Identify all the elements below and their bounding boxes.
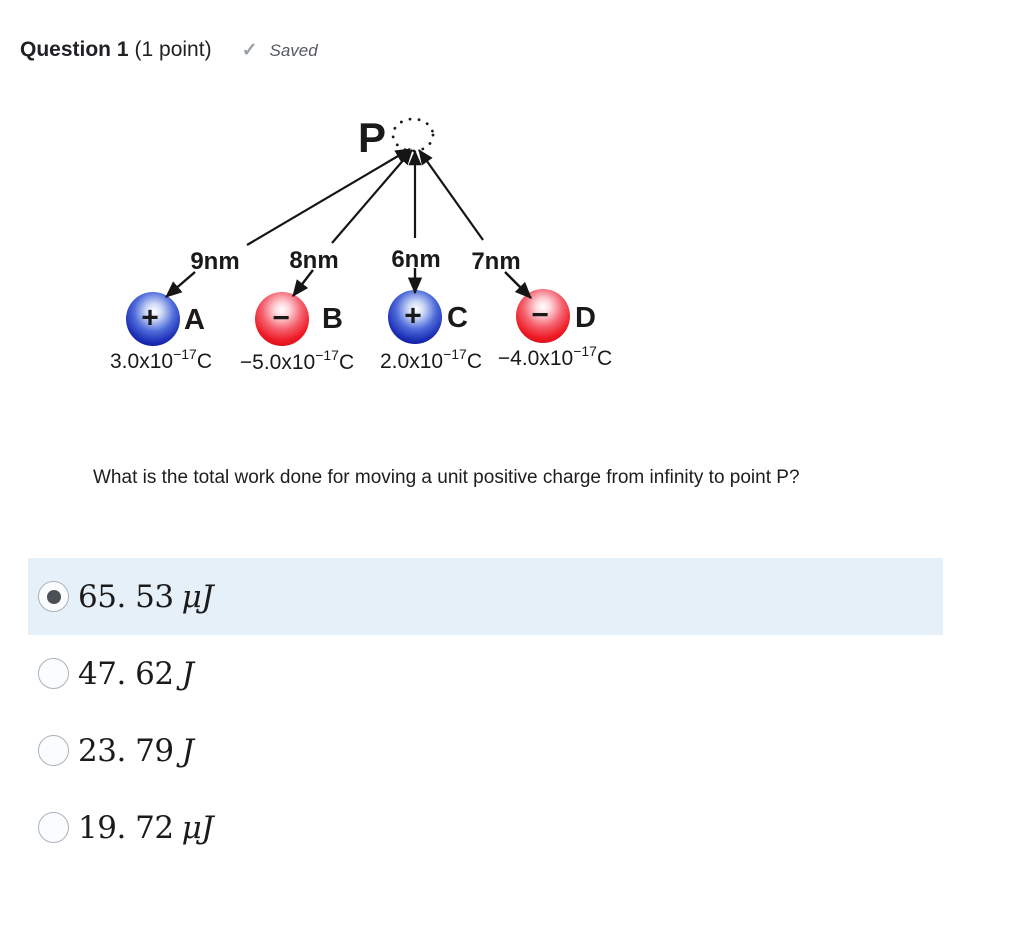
charge-sphere-a [126,292,180,346]
charge-sign-b: − [272,302,290,335]
distance-line-a [246,148,411,246]
pointer-arrow-b [292,269,314,297]
question-text: What is the total work done for moving a… [93,467,800,488]
option-value: 65. 53 [78,578,174,615]
option-value: 47. 62 [78,655,174,692]
distance-label-a: 9nm [190,248,239,275]
charge-letter-c: C [447,302,468,334]
option-value: 19. 72 [78,809,174,846]
radio-button-option-4[interactable] [38,812,69,843]
option-unit: J [181,732,194,769]
radio-button-option-2[interactable] [38,658,69,689]
charge-sign-c: + [404,300,422,333]
distance-line-b [331,149,413,244]
distance-line-d [418,149,484,241]
option-value: 23. 79 [78,732,174,769]
charge-letter-b: B [322,303,343,335]
saved-status-label: Saved [269,41,318,60]
question-title: Question 1 [20,38,129,61]
charge-sphere-d [516,289,570,343]
charge-value-c: 2.0x10−17C [380,346,482,373]
charge-sphere-c [388,290,442,344]
charge-value-a: 3.0x10−17C [110,346,212,373]
points-label: (1 point) [134,38,212,61]
question-header: Question 1 (1 point) ✓ Saved [20,38,318,62]
saved-check-icon: ✓ [241,40,258,61]
option-unit: J [181,655,194,692]
question-diagram: P 9nm 8nm 6nm 7nm + − + − A B C D 3.0x10… [110,114,612,374]
charge-sphere-b [255,292,309,346]
charge-letter-d: D [575,302,596,334]
charge-sign-d: − [531,299,549,332]
charge-value-d: −4.0x10−17C [498,343,612,370]
dotted-circle-point-p [391,117,435,153]
pointer-arrow-d [504,271,532,299]
charge-value-b: −5.0x10−17C [240,347,354,374]
charge-letter-a: A [184,304,205,336]
radio-button-option-3[interactable] [38,735,69,766]
distance-label-b: 8nm [289,247,338,274]
radio-button-option-1[interactable] [38,581,69,612]
charge-sign-a: + [141,302,159,335]
option-unit: μJ [181,578,214,615]
pointer-arrow-a [165,271,196,298]
distance-label-d: 7nm [471,248,520,275]
option-unit: μJ [181,809,214,846]
point-p-label: P [358,114,386,161]
